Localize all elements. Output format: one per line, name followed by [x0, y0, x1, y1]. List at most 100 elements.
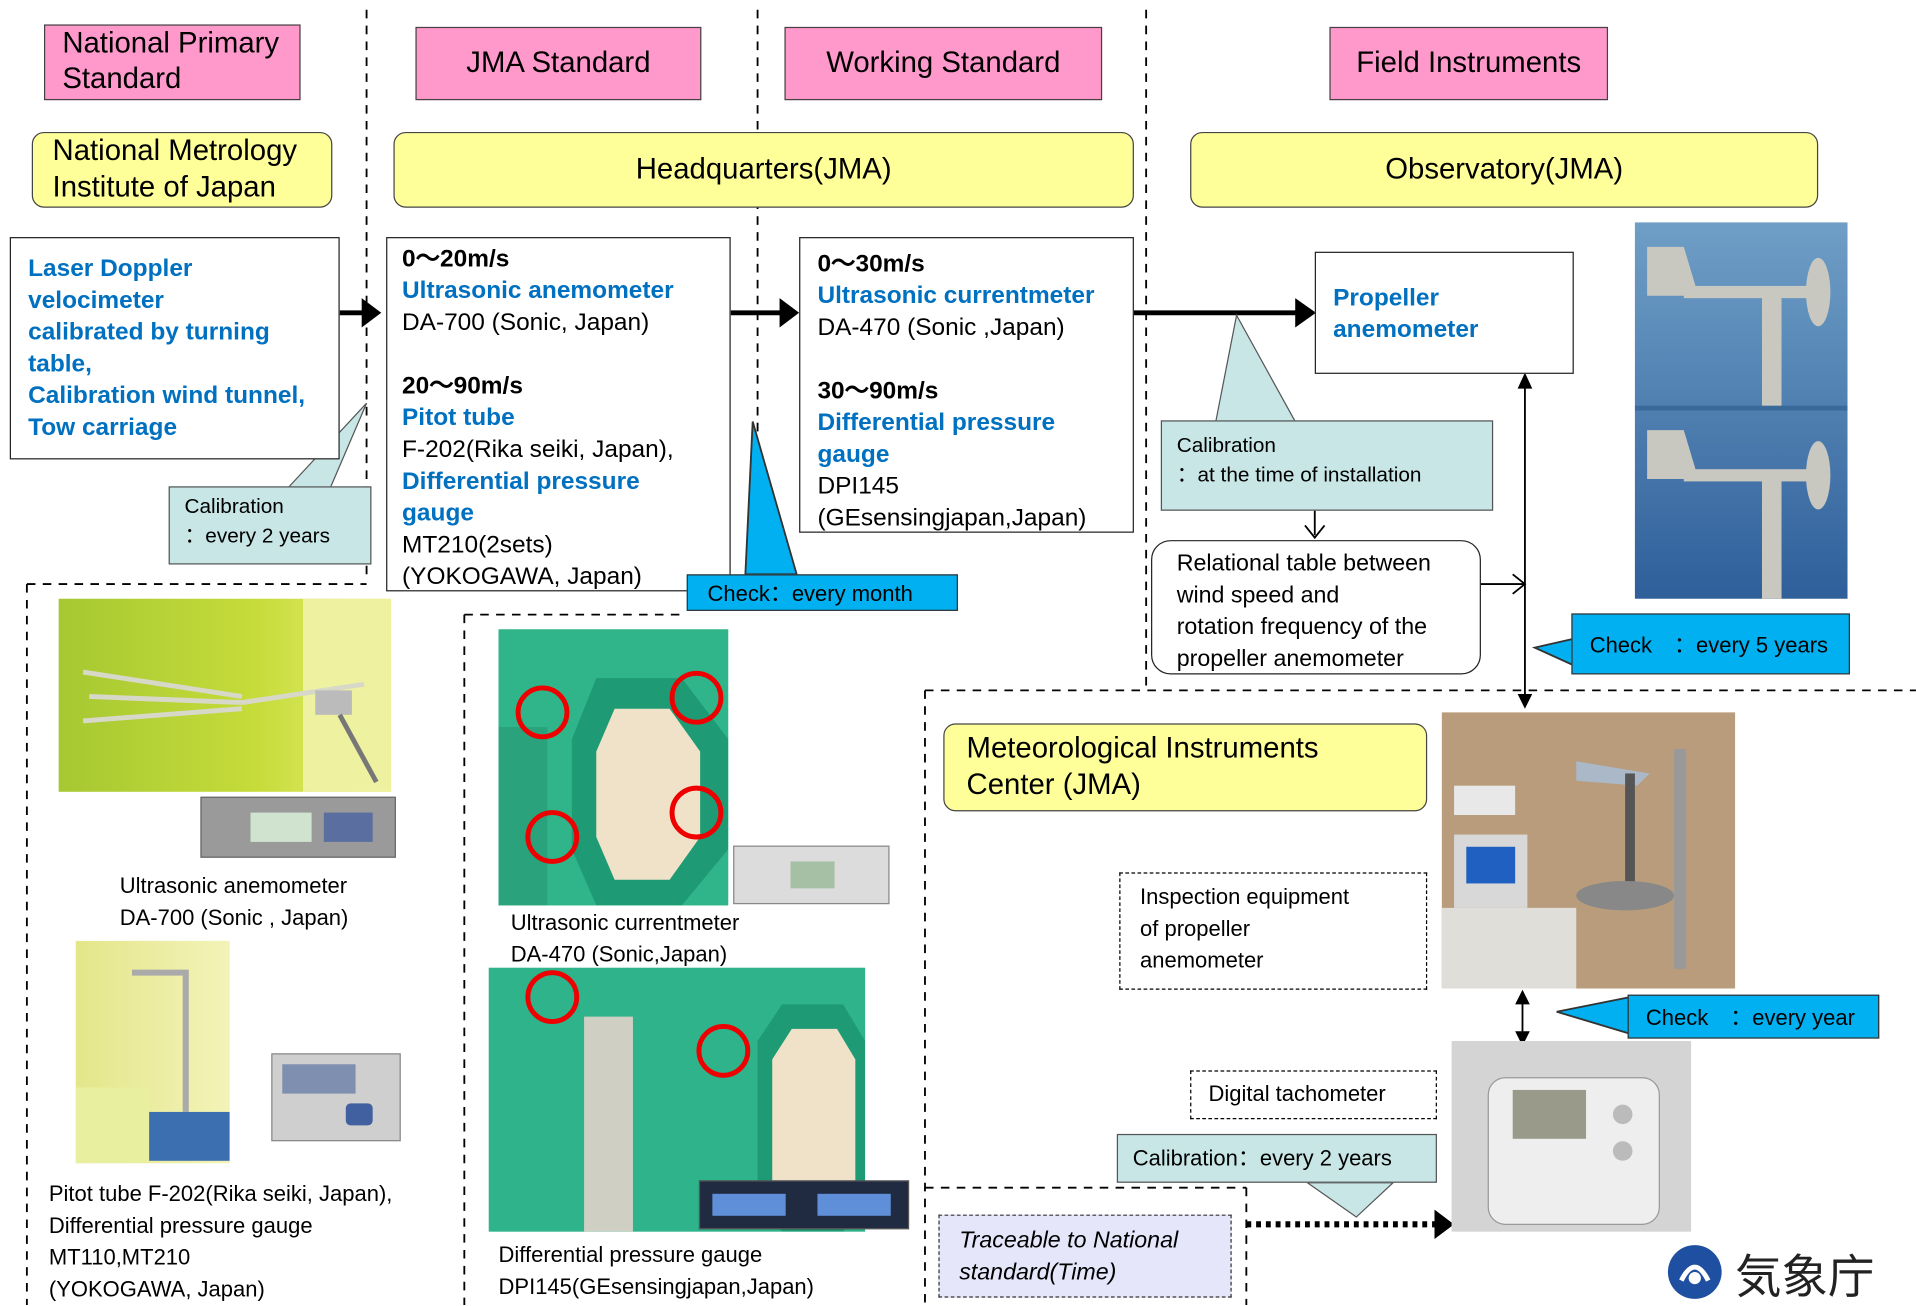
relational-table-box: Relational table between wind speed and …: [1151, 540, 1481, 675]
caption-line: MT110,MT210: [48, 1245, 191, 1270]
digital-tachometer-text: Digital tachometer: [1208, 1081, 1386, 1106]
instrument-name: Ultrasonic currentmeter: [817, 282, 1095, 310]
org-mic: Meteorological Instruments Center (JMA): [943, 723, 1428, 812]
relational-table-line: propeller anemometer: [1176, 646, 1404, 673]
inspection-line: Inspection equipment: [1140, 884, 1350, 910]
instrument-model: DPI145: [817, 472, 899, 500]
instrument-name: Differential pressure: [817, 409, 1056, 437]
primary-line: Calibration wind tunnel,: [28, 382, 306, 410]
caption-pitot-tube: Pitot tube F-202(Rika seiki, Japan), Dif…: [49, 1178, 393, 1305]
caption-line: DA-700 (Sonic , Japan): [119, 905, 349, 930]
callout-text: Check：every month: [707, 581, 913, 607]
header-working-standard-label: Working Standard: [826, 45, 1061, 79]
caption-ultrasonic-anemometer: Ultrasonic anemometer DA-700 (Sonic , Ja…: [120, 870, 349, 934]
callout-text: ：every 2 years: [184, 524, 330, 548]
instrument-model: (YOKOGAWA, Japan): [402, 563, 642, 591]
primary-line: table,: [28, 350, 92, 378]
org-headquarters: Headquarters(JMA): [393, 131, 1134, 208]
relational-table-line: wind speed and: [1176, 582, 1340, 609]
primary-line: Laser Doppler: [28, 255, 193, 283]
instrument-model: DA-700 (Sonic, Japan): [402, 309, 650, 337]
callout-text: Calibration：every 2 years: [1132, 1146, 1392, 1171]
caption-ultrasonic-currentmeter: Ultrasonic currentmeter DA-470 (Sonic,Ja…: [511, 907, 740, 971]
org-observatory: Observatory(JMA): [1190, 131, 1819, 208]
caption-line: Pitot tube F-202(Rika seiki, Japan),: [48, 1181, 393, 1207]
instrument-name: gauge: [402, 499, 474, 527]
caption-line: DPI145(GEsensingjapan,Japan): [498, 1274, 814, 1299]
callout-check-every-year: Check ：every year: [1627, 994, 1880, 1039]
org-nmij-label: National Metrology Institute of Japan: [52, 134, 298, 205]
callout-check-every-5-years: Check ：every 5 years: [1571, 613, 1850, 675]
caption-line: Differential pressure gauge: [498, 1242, 763, 1268]
propeller-label: anemometer: [1333, 316, 1479, 344]
relational-table-line: Relational table between: [1176, 551, 1431, 577]
callout-calibration-installation: Calibration ：at the time of installation: [1160, 420, 1494, 511]
header-working-standard: Working Standard: [784, 26, 1103, 101]
traceable-line: Traceable to National: [959, 1228, 1179, 1254]
instrument-name: Differential pressure: [402, 467, 640, 495]
digital-tachometer-photo: [1451, 1041, 1692, 1232]
header-national-primary: National Primary Standard: [43, 24, 301, 101]
pressure-gauge-photo: [271, 1053, 401, 1142]
propeller-anemometer-box: Propeller anemometer: [1314, 251, 1574, 374]
instrument-name: Ultrasonic anemometer: [402, 277, 674, 305]
propeller-label: Propeller: [1333, 284, 1440, 312]
header-jma-standard: JMA Standard: [415, 26, 702, 101]
currentmeter-controller-photo: [733, 845, 890, 905]
instrument-model: MT210(2sets): [402, 531, 553, 559]
dpi145-display-photo: [698, 1180, 910, 1230]
range-label: 20～90m/s: [402, 372, 523, 400]
primary-line: Tow carriage: [28, 414, 178, 442]
callout-calibration-2-years: Calibration ：every 2 years: [168, 486, 372, 565]
anemometer-controller-photo: [200, 796, 396, 858]
relational-table-line: rotation frequency of the: [1176, 614, 1428, 641]
ultrasonic-anemometer-photo: [58, 598, 392, 792]
org-mic-label: Meteorological Instruments Center (JMA): [966, 731, 1319, 802]
caption-line: Ultrasonic anemometer: [119, 873, 348, 899]
jma-emblem-icon: [1667, 1245, 1722, 1299]
primary-instrument-box: Laser Doppler velocimeter calibrated by …: [9, 237, 340, 460]
traceable-line: standard(Time): [959, 1259, 1117, 1286]
caption-differential-pressure: Differential pressure gauge DPI145(GEsen…: [499, 1239, 814, 1303]
jma-standard-box: 0～20m/s Ultrasonic anemometer DA-700 (So…: [386, 237, 731, 592]
header-national-primary-label: National Primary Standard: [62, 27, 280, 96]
primary-line: velocimeter: [28, 287, 164, 315]
caption-line: Differential pressure gauge: [48, 1213, 313, 1238]
header-field-instruments: Field Instruments: [1329, 26, 1609, 101]
ultrasonic-currentmeter-photo: [498, 629, 729, 906]
callout-text: Calibration: [1176, 433, 1276, 457]
instrument-model: (GEsensingjapan,Japan): [817, 504, 1087, 532]
inspection-equipment-photo: [1441, 712, 1736, 989]
range-label: 0～20m/s: [402, 245, 510, 273]
range-label: 0～30m/s: [817, 250, 925, 278]
callout-text: Calibration: [184, 494, 284, 519]
primary-line: calibrated by turning: [28, 318, 270, 346]
caption-line: Ultrasonic currentmeter: [510, 910, 740, 935]
range-label: 30～90m/s: [817, 377, 939, 405]
caption-line: (YOKOGAWA, Japan): [48, 1276, 265, 1302]
callout-check-every-month: Check：every month: [686, 574, 958, 611]
org-nmij: National Metrology Institute of Japan: [31, 131, 333, 208]
pitot-tube-photo: [75, 940, 230, 1164]
org-headquarters-label: Headquarters(JMA): [635, 152, 892, 186]
inspection-line: of propeller: [1140, 916, 1251, 941]
traceable-national-standard-box: Traceable to National standard(Time): [938, 1214, 1232, 1298]
org-observatory-label: Observatory(JMA): [1385, 152, 1624, 186]
propeller-anemometer-photo: [1634, 222, 1848, 599]
instrument-name: gauge: [817, 441, 890, 468]
instrument-model: DA-470 (Sonic ,Japan): [817, 314, 1065, 341]
inspection-line: anemometer: [1140, 948, 1264, 973]
working-standard-box: 0～30m/s Ultrasonic currentmeter DA-470 (…: [799, 237, 1134, 533]
callout-text: Check ：every year: [1645, 1005, 1855, 1031]
header-jma-standard-label: JMA Standard: [466, 45, 651, 79]
digital-tachometer-label: Digital tachometer: [1190, 1070, 1437, 1120]
caption-line: DA-470 (Sonic,Japan): [510, 942, 728, 967]
instrument-model: F-202(Rika seiki, Japan),: [402, 436, 674, 464]
inspection-equipment-box: Inspection equipment of propeller anemom…: [1119, 872, 1428, 990]
instrument-name: Pitot tube: [402, 404, 515, 432]
callout-text: ：at the time of installation: [1176, 463, 1422, 487]
callout-calibration-tachometer: Calibration：every 2 years: [1116, 1133, 1437, 1183]
callout-text: Check ：every 5 years: [1589, 632, 1829, 658]
header-field-instruments-label: Field Instruments: [1356, 45, 1582, 79]
jma-logo-text: 気象庁: [1735, 1251, 1875, 1304]
